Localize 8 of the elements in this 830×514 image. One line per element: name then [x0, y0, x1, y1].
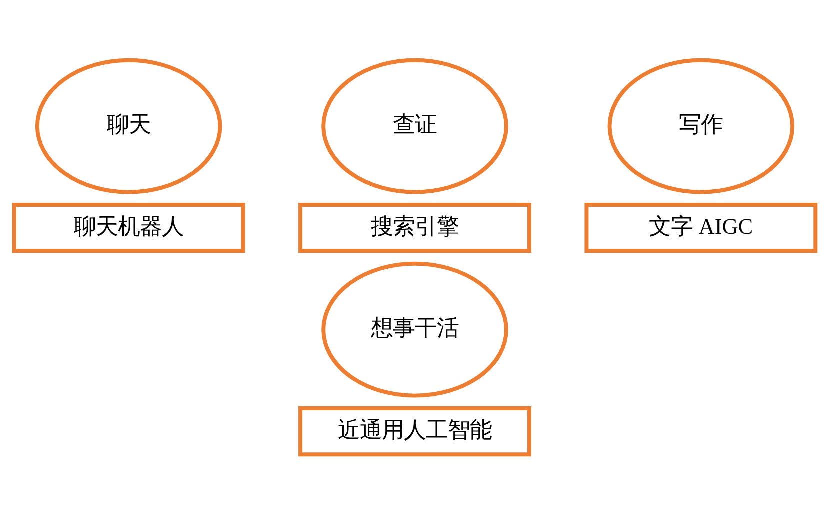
node-ellipse: 写作	[608, 58, 795, 194]
node-box: 近通用人工智能	[298, 406, 532, 456]
node-box: 文字 AIGC	[584, 202, 818, 253]
node-ellipse: 聊天	[35, 58, 222, 194]
node-box: 聊天机器人	[12, 202, 246, 253]
node-ellipse: 想事干活	[322, 261, 508, 398]
node-ellipse: 查证	[322, 58, 508, 194]
node-box: 搜索引擎	[298, 202, 532, 253]
